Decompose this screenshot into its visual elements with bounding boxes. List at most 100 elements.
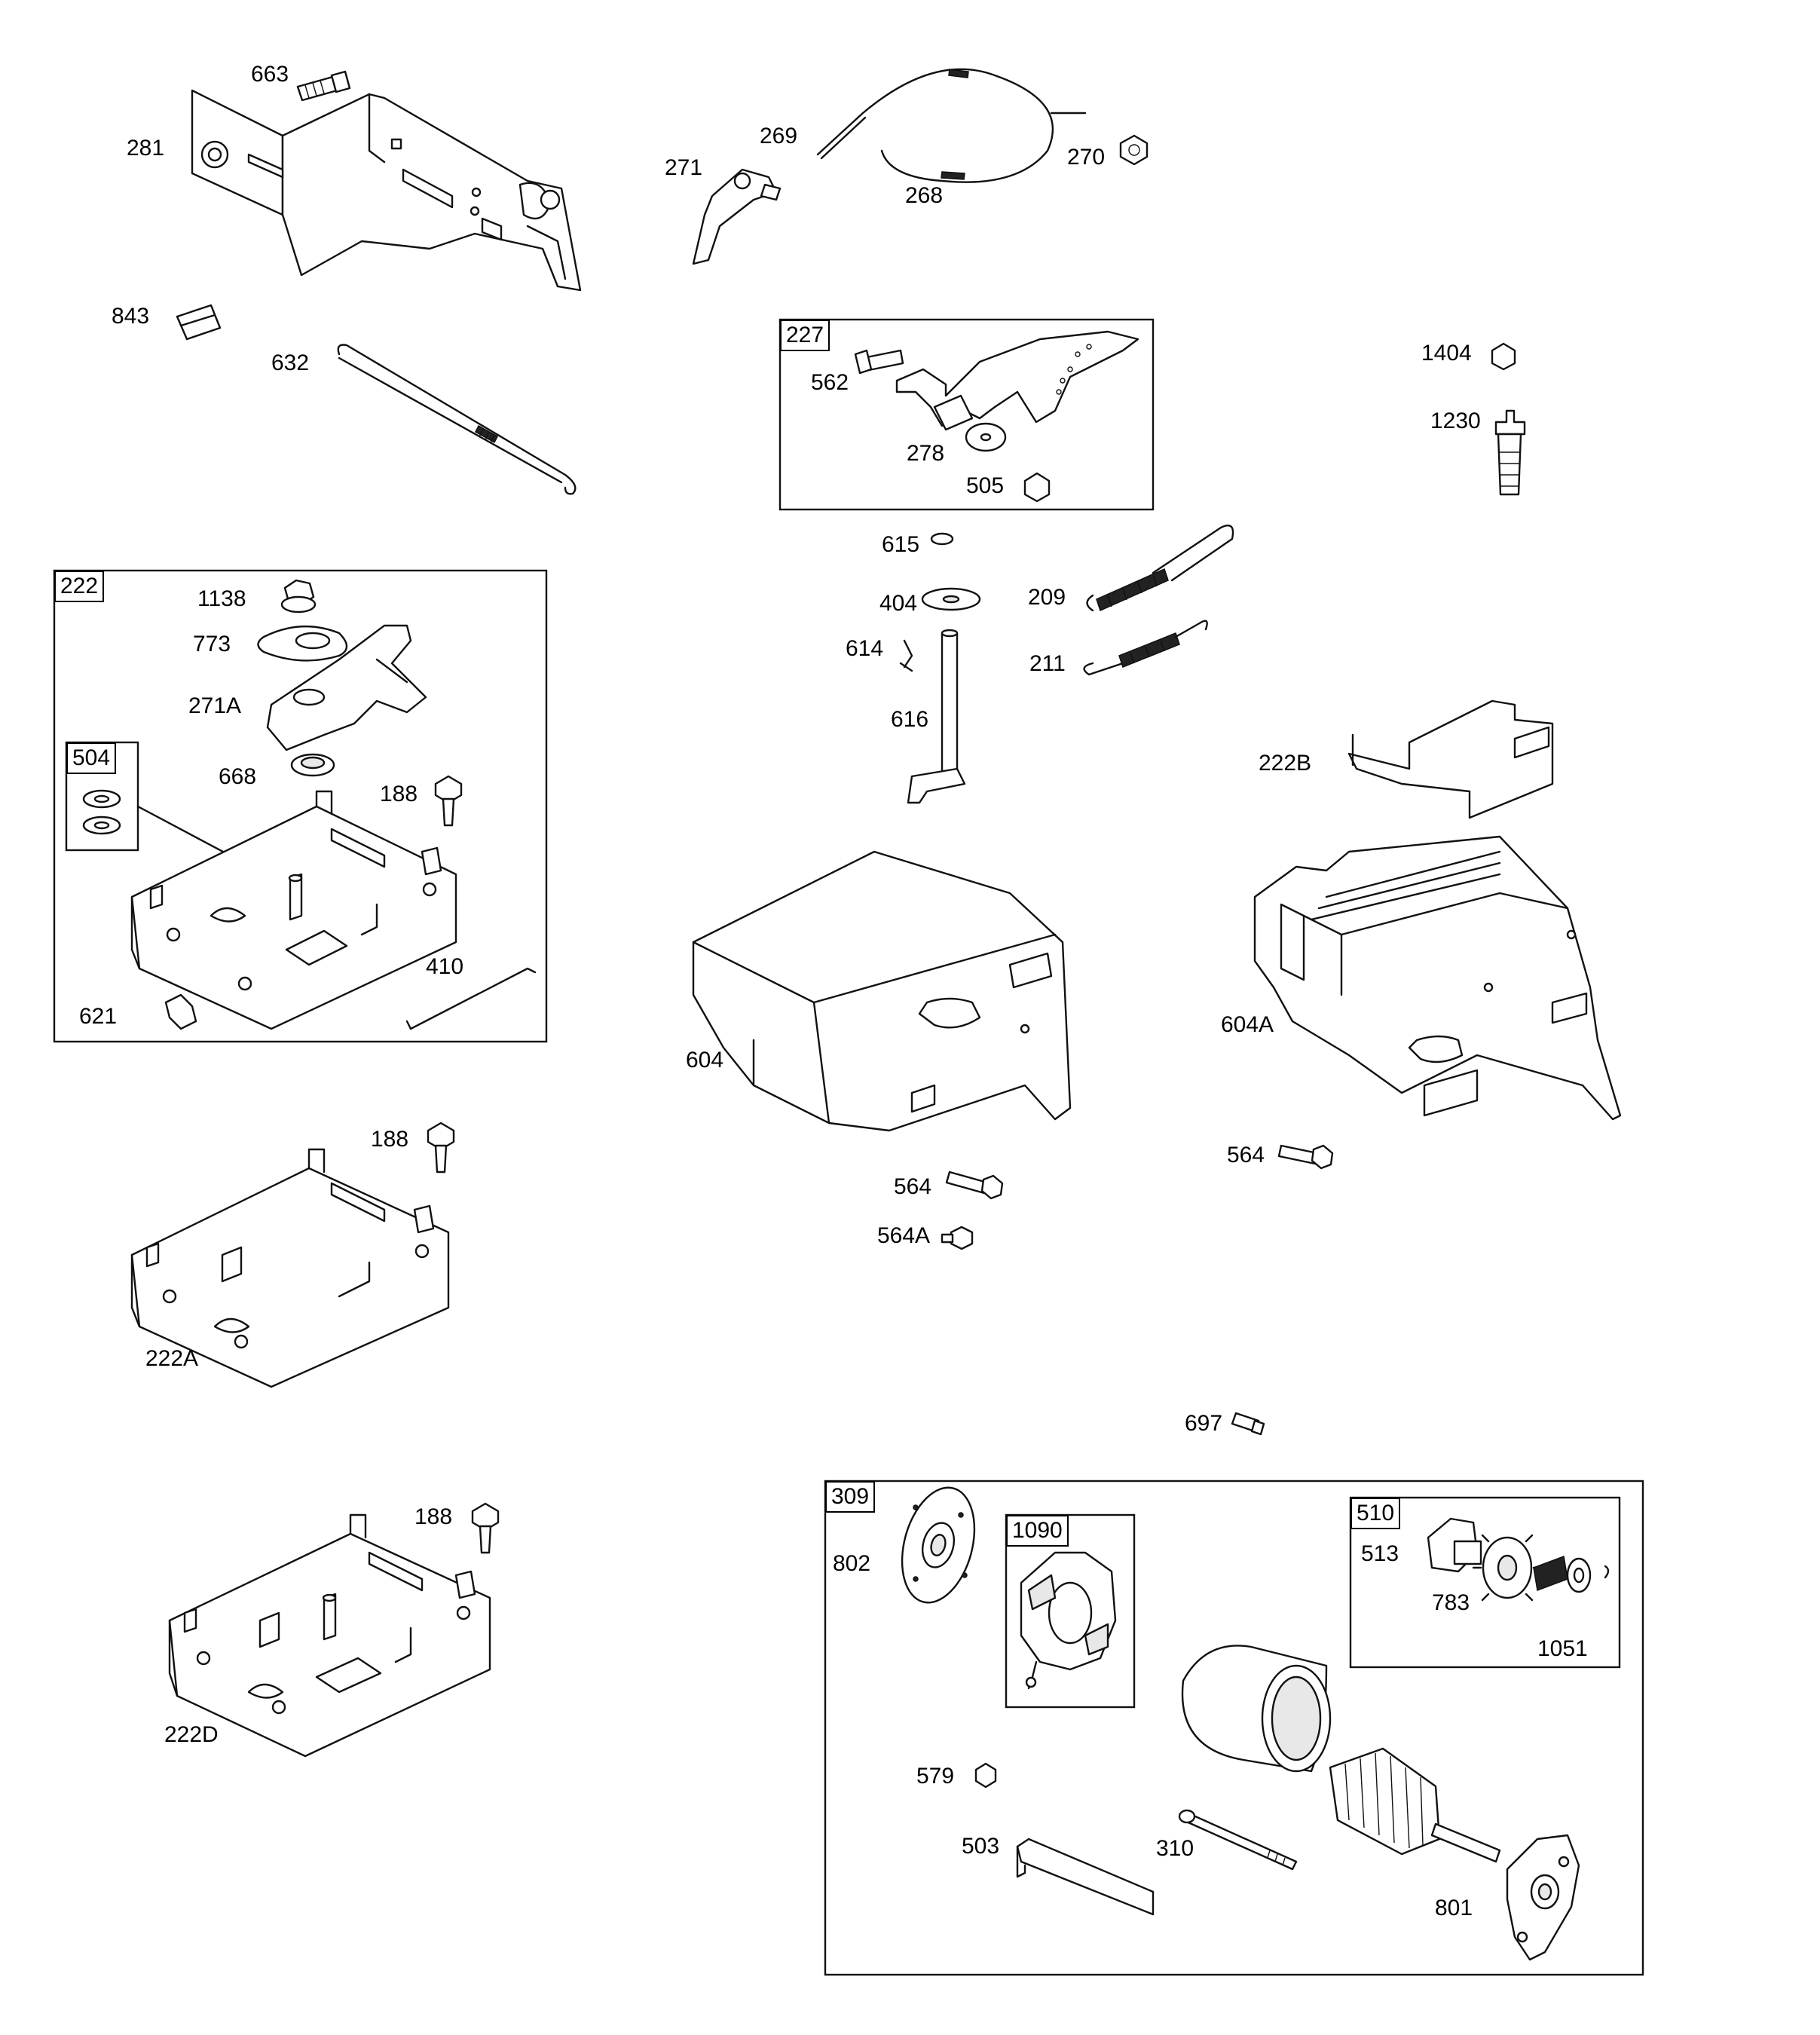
bolt-663 (296, 70, 351, 102)
bracket-222B (1347, 699, 1554, 819)
group-label-1090: 1090 (1006, 1515, 1069, 1547)
part-label-404: 404 (879, 591, 918, 616)
bolt-564A (941, 1226, 974, 1250)
part-label-209: 209 (1028, 585, 1066, 610)
part-label-188b: 188 (371, 1127, 409, 1152)
governor-link-632 (337, 344, 577, 495)
part-label-278: 278 (907, 441, 945, 466)
part-label-773: 773 (193, 632, 231, 656)
part-label-615: 615 (882, 532, 920, 557)
drive-end-cap-801 (1506, 1834, 1580, 1961)
part-label-783: 783 (1432, 1590, 1470, 1615)
brush-holder-1090 (1020, 1551, 1117, 1690)
part-label-505: 505 (966, 473, 1005, 498)
part-label-614: 614 (846, 636, 884, 661)
part-label-222D: 222D (164, 1722, 219, 1747)
spring-211 (1083, 620, 1208, 676)
lever-271A (266, 624, 427, 751)
group-label-227: 227 (780, 320, 830, 351)
part-label-222B: 222B (1259, 751, 1312, 776)
throttle-bracket-227 (854, 330, 1139, 503)
part-label-604A: 604A (1221, 1012, 1274, 1037)
part-label-271A: 271A (188, 693, 242, 718)
box-309 (824, 1480, 1644, 1976)
group-label-309: 309 (825, 1481, 876, 1513)
nut-1138 (280, 579, 317, 614)
part-label-269: 269 (760, 124, 798, 148)
seal-668 (290, 753, 335, 777)
lever-271 (692, 168, 782, 265)
part-label-1051: 1051 (1537, 1636, 1588, 1661)
part-label-801: 801 (1435, 1896, 1473, 1920)
clip-621 (164, 993, 197, 1030)
part-label-843: 843 (112, 304, 150, 329)
part-label-663: 663 (251, 62, 289, 87)
part-label-513: 513 (1361, 1541, 1399, 1566)
group-label-510: 510 (1350, 1498, 1401, 1529)
base-bracket-222 (130, 790, 457, 1030)
part-label-668: 668 (219, 764, 257, 789)
part-label-564A: 564A (877, 1223, 931, 1248)
part-label-271: 271 (665, 155, 703, 180)
box-222 (53, 569, 548, 1043)
part-label-802: 802 (833, 1551, 871, 1576)
pin-614 (899, 639, 913, 672)
part-label-621: 621 (79, 1004, 118, 1029)
part-label-410: 410 (426, 954, 464, 979)
part-label-616: 616 (891, 707, 929, 732)
part-label-632: 632 (271, 350, 310, 375)
part-label-503: 503 (962, 1834, 1000, 1859)
part-label-1230: 1230 (1430, 409, 1481, 433)
control-bracket-281 (191, 89, 582, 292)
part-label-1404: 1404 (1421, 341, 1472, 366)
box-510 (1349, 1496, 1621, 1669)
armature-assembly (1329, 1747, 1501, 1863)
pinion-assembly-513 (1427, 1517, 1482, 1573)
end-plate-802 (901, 1486, 976, 1604)
part-label-1138: 1138 (197, 586, 246, 611)
group-label-504: 504 (66, 742, 117, 774)
box-1090 (1005, 1513, 1136, 1709)
group-label-222: 222 (54, 571, 105, 602)
stud-1230 (1494, 409, 1526, 496)
bolt-564a (945, 1171, 1004, 1200)
part-label-562: 562 (811, 370, 849, 395)
spring-1051 (1533, 1555, 1610, 1593)
part-label-211: 211 (1029, 651, 1066, 676)
screw-188c (471, 1502, 500, 1554)
washer-773 (257, 625, 348, 662)
part-label-310: 310 (1156, 1836, 1194, 1861)
part-label-604: 604 (686, 1048, 724, 1073)
part-label-268: 268 (905, 183, 944, 208)
washer-404 (921, 587, 981, 611)
blower-housing-604 (692, 850, 1072, 1132)
bracket-503 (1016, 1838, 1155, 1916)
screw-697 (1231, 1412, 1265, 1436)
e-clip-615 (930, 532, 954, 546)
wire-410 (405, 967, 537, 1030)
screw-188b (427, 1122, 455, 1174)
screw-188a (434, 775, 463, 827)
part-label-564a: 564 (894, 1174, 932, 1199)
part-label-270: 270 (1067, 145, 1106, 170)
gear-783 (1472, 1534, 1543, 1602)
through-bolt-310 (1178, 1809, 1298, 1871)
cable-268 (816, 68, 1087, 183)
nut-270 (1119, 134, 1149, 166)
nut-579 (974, 1762, 997, 1789)
part-label-222A: 222A (145, 1346, 199, 1371)
base-bracket-222A (130, 1148, 450, 1388)
housing-309 (1181, 1645, 1332, 1773)
nut-1404 (1491, 342, 1516, 371)
shaft-616 (907, 629, 966, 804)
box-227 (778, 318, 1155, 511)
part-label-579: 579 (916, 1764, 955, 1789)
spring-209 (1086, 524, 1234, 612)
blower-housing-604A (1253, 835, 1622, 1121)
part-label-188c: 188 (414, 1504, 453, 1529)
washers-504 (82, 789, 121, 835)
part-label-697: 697 (1185, 1411, 1223, 1436)
base-bracket-222D (168, 1513, 491, 1758)
